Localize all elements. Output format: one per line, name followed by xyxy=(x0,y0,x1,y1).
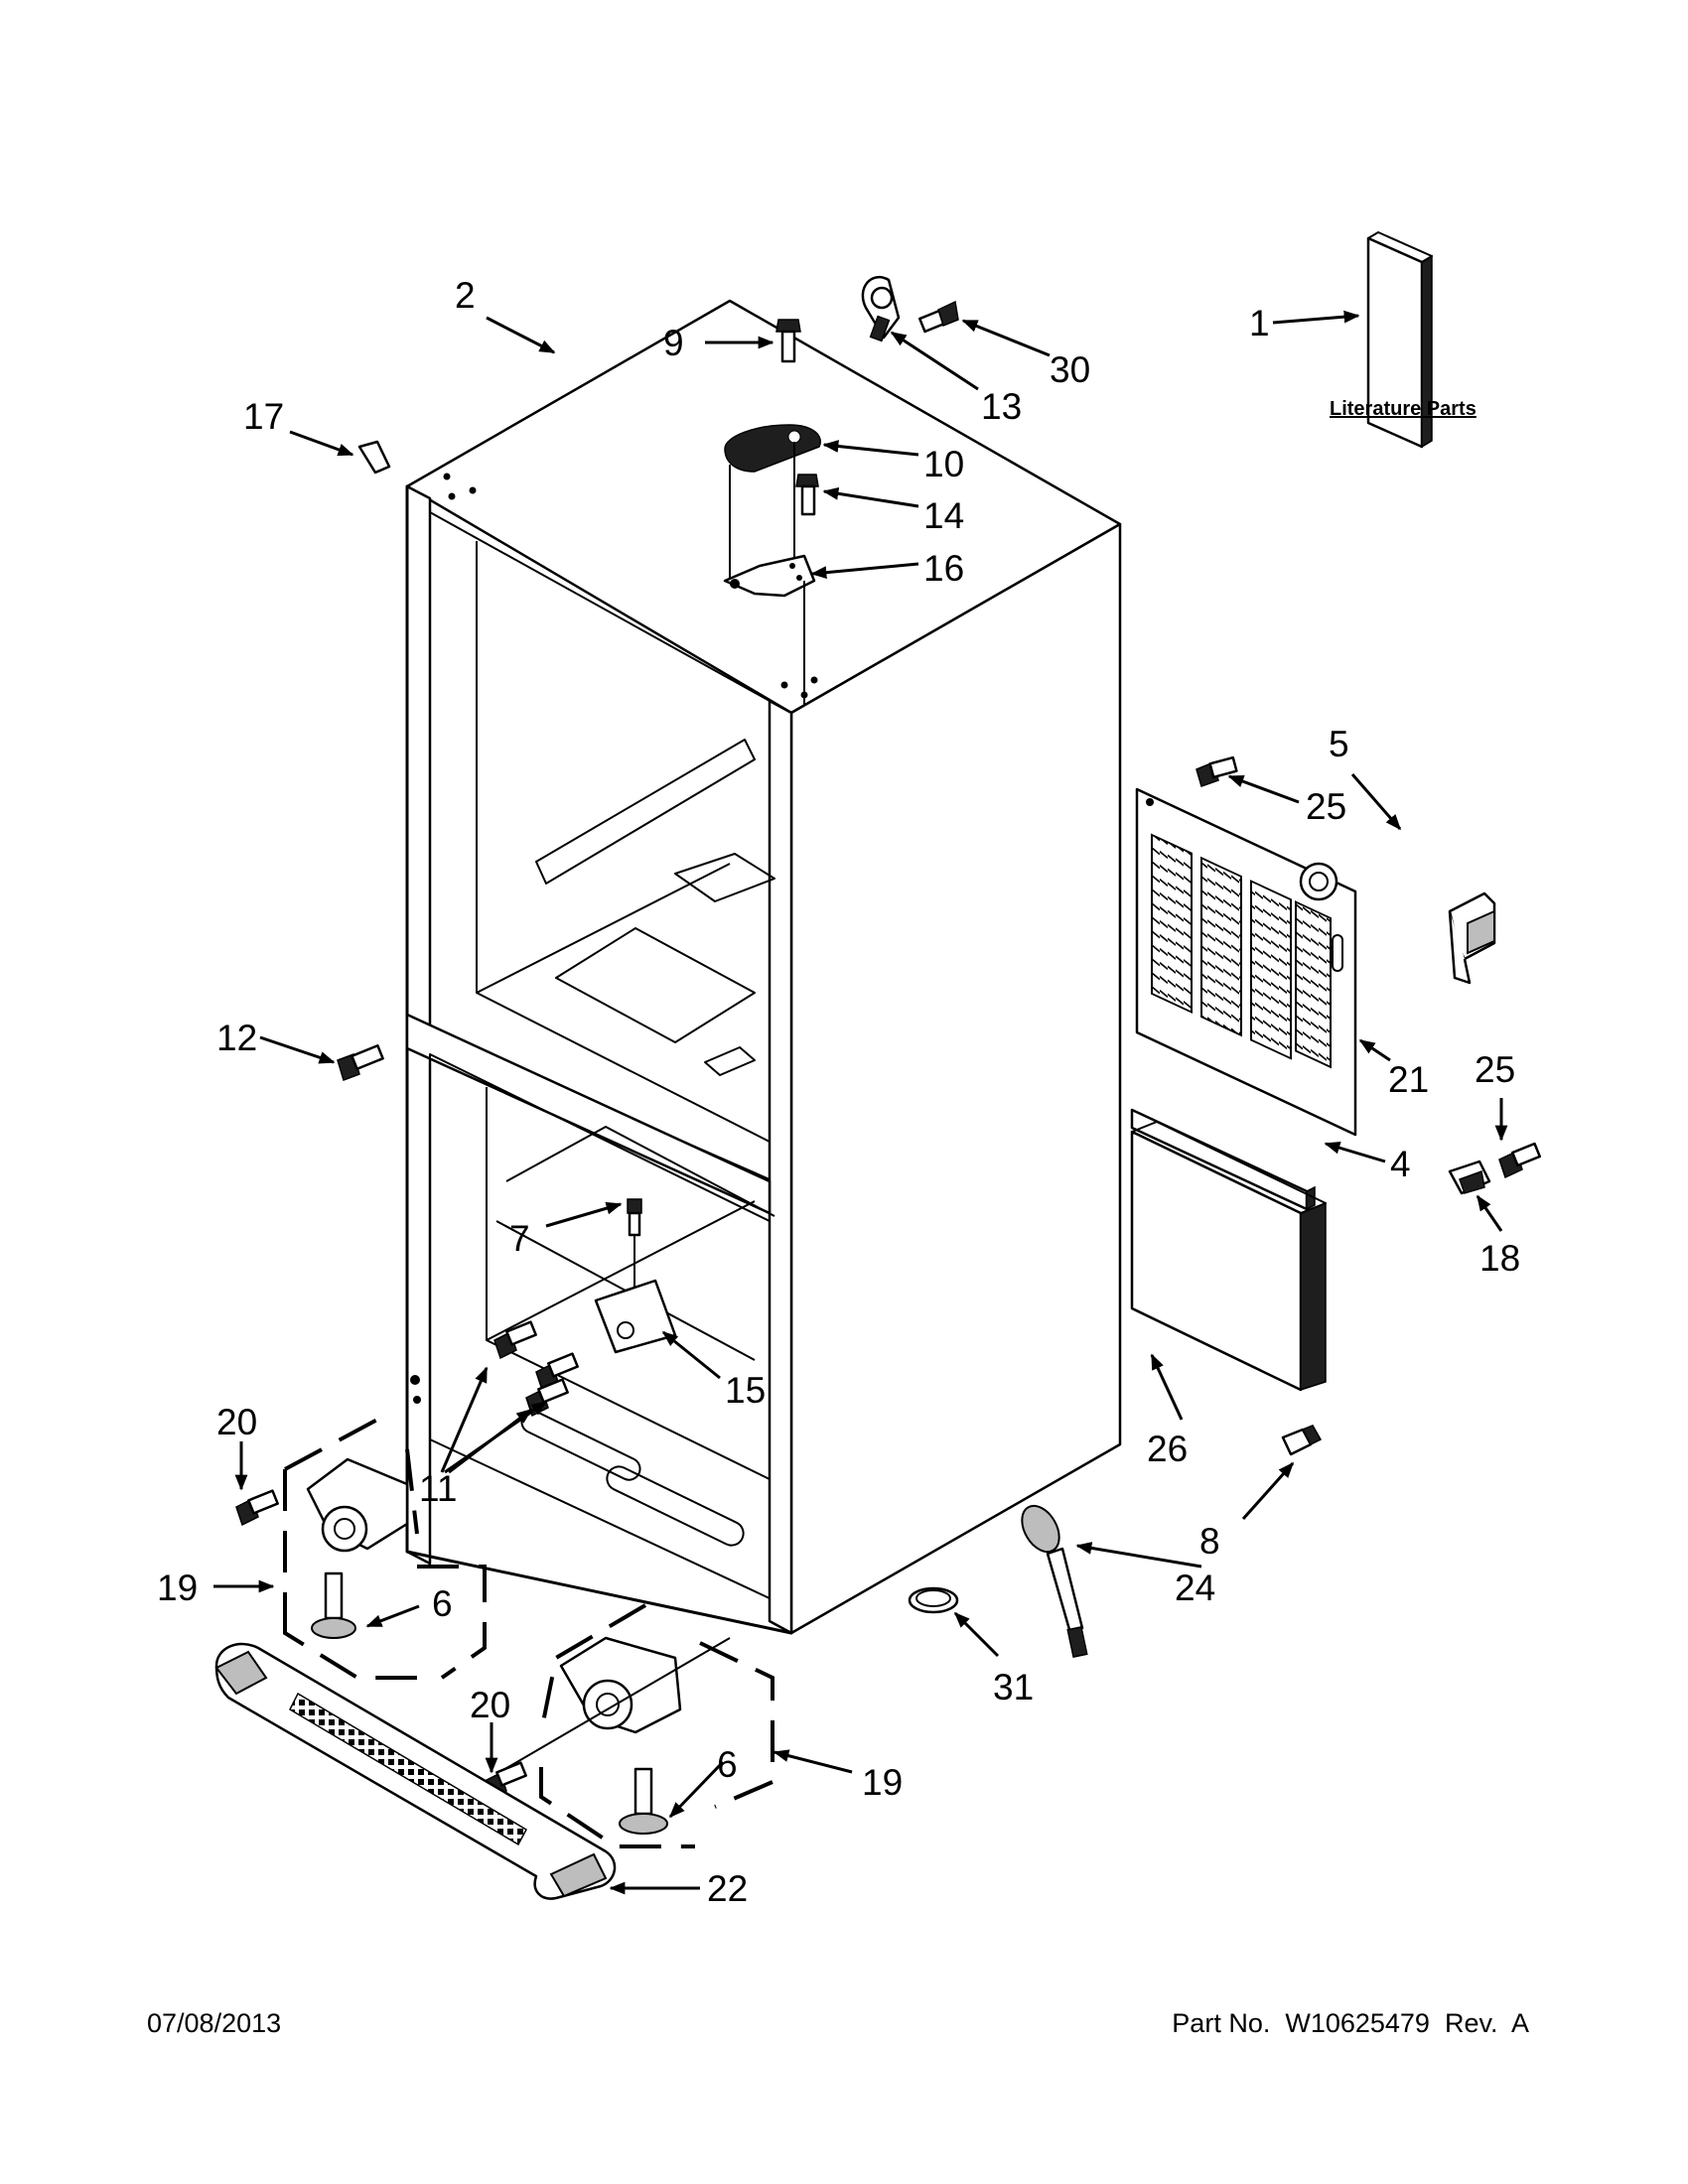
callout-20-left: 20 xyxy=(216,1402,257,1442)
part-screw-30 xyxy=(918,300,959,334)
callout-31: 31 xyxy=(993,1667,1034,1707)
callout-literature-parts: Literature Parts xyxy=(1330,398,1477,420)
callout-19-left: 19 xyxy=(157,1568,198,1608)
callout-4: 4 xyxy=(1390,1144,1411,1184)
part-toe-grille xyxy=(214,1642,617,1900)
callout-21: 21 xyxy=(1388,1059,1429,1100)
part-literature xyxy=(1366,231,1433,449)
cabinet xyxy=(405,299,1122,1635)
callout-24: 24 xyxy=(1175,1568,1215,1608)
part-clip-17 xyxy=(357,440,391,475)
part-hinge xyxy=(861,275,901,342)
part-screw-9 xyxy=(775,319,801,363)
footer-date: 07/08/2013 xyxy=(147,2008,281,2038)
callout-10: 10 xyxy=(923,444,964,484)
callout-labels: 1 2 17 9 30 13 10 14 16 Literature Parts… xyxy=(157,275,1520,1909)
part-hinge-plate xyxy=(723,554,816,705)
part-hinge-cover xyxy=(724,424,821,581)
callout-5: 5 xyxy=(1329,724,1349,764)
part-screw-14 xyxy=(795,474,819,516)
part-screw-25-top xyxy=(1196,755,1238,787)
part-lower-panel xyxy=(1130,1121,1327,1392)
callout-2: 2 xyxy=(455,275,476,316)
part-clip-18 xyxy=(1448,1160,1491,1195)
callout-1: 1 xyxy=(1249,303,1270,343)
footer-part-number: Part No. W10625479 Rev. A xyxy=(1172,2008,1529,2038)
callout-11: 11 xyxy=(419,1468,457,1509)
callout-15: 15 xyxy=(725,1370,766,1411)
callout-6-left: 6 xyxy=(432,1583,453,1624)
callout-22: 22 xyxy=(707,1868,748,1909)
part-grommet xyxy=(908,1586,959,1614)
callout-18: 18 xyxy=(1479,1238,1520,1279)
callout-25-top: 25 xyxy=(1306,786,1346,827)
part-screw-20-left xyxy=(235,1489,279,1527)
callout-16: 16 xyxy=(923,548,964,589)
part-clip-5 xyxy=(1448,891,1496,985)
part-wrench xyxy=(1021,1504,1088,1659)
callout-17: 17 xyxy=(243,396,284,437)
callout-14: 14 xyxy=(923,495,964,536)
callout-7: 7 xyxy=(509,1218,530,1259)
part-clip-8 xyxy=(1281,1425,1323,1456)
callout-6-right: 6 xyxy=(717,1744,738,1785)
leader-lines xyxy=(213,310,1508,1895)
callout-8: 8 xyxy=(1199,1521,1220,1562)
callout-12: 12 xyxy=(216,1018,257,1058)
part-screw-25-right xyxy=(1498,1142,1541,1179)
callout-9: 9 xyxy=(663,323,684,363)
callout-13: 13 xyxy=(981,386,1022,427)
callout-30: 30 xyxy=(1050,349,1090,390)
callout-25-right: 25 xyxy=(1475,1049,1515,1090)
callout-26: 26 xyxy=(1147,1429,1188,1469)
part-seal-strip xyxy=(1130,1108,1316,1211)
part-screws-11 xyxy=(493,1320,579,1418)
part-screw-12 xyxy=(337,1044,384,1081)
callout-19-right: 19 xyxy=(862,1762,903,1803)
part-roller-assembly-right xyxy=(495,1603,774,1848)
part-roller-assembly-left xyxy=(283,1418,487,1680)
part-bracket-15 xyxy=(594,1279,677,1354)
part-rear-access-panel xyxy=(1135,787,1357,1137)
callout-20-right: 20 xyxy=(470,1685,510,1725)
